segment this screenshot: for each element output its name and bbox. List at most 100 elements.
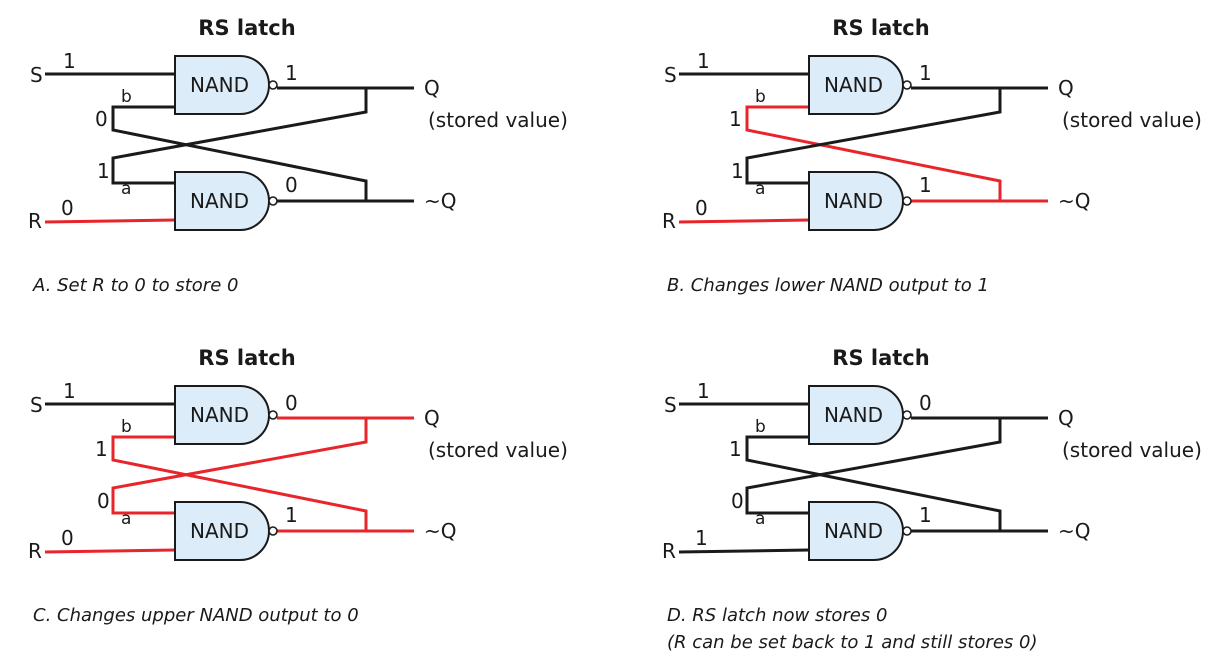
caption-line: (R can be set back to 1 and still stores… <box>667 632 1037 653</box>
input-a-label: a <box>121 509 131 529</box>
value-q: 0 <box>285 391 298 415</box>
value-r: 0 <box>695 196 708 220</box>
wire-r <box>44 548 176 554</box>
value-q: 1 <box>285 61 298 85</box>
r-label: R <box>662 209 676 233</box>
s-label: S <box>664 63 677 87</box>
wire-feedback-to-a <box>111 88 368 185</box>
input-a-label: a <box>755 509 765 529</box>
stored-value-note: (stored value) <box>1062 438 1202 462</box>
input-b-label: b <box>121 417 132 437</box>
nand-gate-lower-inverter-bubble <box>902 526 912 536</box>
value-nq: 1 <box>919 503 932 527</box>
value-b: 0 <box>95 107 108 131</box>
nand-gate-lower-inverter-bubble <box>268 196 278 206</box>
nand-gate-upper: NAND <box>808 385 912 445</box>
value-a: 1 <box>731 159 744 183</box>
value-r: 0 <box>61 196 74 220</box>
nand-gate-upper-label: NAND <box>190 403 249 427</box>
caption-line: C. Changes upper NAND output to 0 <box>33 605 359 626</box>
value-a: 0 <box>97 489 110 513</box>
wire-r <box>678 548 810 554</box>
wire-r <box>678 218 810 224</box>
not-q-label: ~Q <box>1058 519 1091 543</box>
value-q: 0 <box>919 391 932 415</box>
not-q-label: ~Q <box>424 189 457 213</box>
r-label: R <box>28 209 42 233</box>
nand-gate-lower: NAND <box>808 501 912 561</box>
wire-feedback-to-b <box>111 435 368 531</box>
value-nq: 1 <box>919 173 932 197</box>
value-nq: 0 <box>285 173 298 197</box>
input-b-label: b <box>755 417 766 437</box>
value-s: 1 <box>63 49 76 73</box>
s-label: S <box>30 393 43 417</box>
nand-gate-lower-label: NAND <box>824 189 883 213</box>
value-r: 0 <box>61 526 74 550</box>
nand-gate-lower-label: NAND <box>824 519 883 543</box>
nand-gate-lower-label: NAND <box>190 519 249 543</box>
panel-title: RS latch <box>832 346 929 370</box>
wire-feedback-to-b <box>745 435 1002 531</box>
value-a: 0 <box>731 489 744 513</box>
nand-gate-lower-inverter-bubble <box>902 196 912 206</box>
stored-value-note: (stored value) <box>428 438 568 462</box>
input-a-label: a <box>121 179 131 199</box>
value-r: 1 <box>695 526 708 550</box>
stored-value-note: (stored value) <box>1062 108 1202 132</box>
nand-gate-upper: NAND <box>808 55 912 115</box>
nand-gate-upper-label: NAND <box>190 73 249 97</box>
nand-gate-upper-inverter-bubble <box>268 80 278 90</box>
not-q-label: ~Q <box>424 519 457 543</box>
input-b-label: b <box>755 87 766 107</box>
nand-gate-upper-inverter-bubble <box>268 410 278 420</box>
caption-line: B. Changes lower NAND output to 1 <box>667 275 989 296</box>
panel-title: RS latch <box>198 16 295 40</box>
q-label: Q <box>1058 76 1074 100</box>
wire-r <box>44 218 176 224</box>
input-a-label: a <box>755 179 765 199</box>
nand-gate-upper-inverter-bubble <box>902 410 912 420</box>
wire-feedback-to-a <box>111 418 368 515</box>
q-label: Q <box>424 76 440 100</box>
r-label: R <box>28 539 42 563</box>
wire-feedback-to-b <box>111 105 368 201</box>
s-label: S <box>30 63 43 87</box>
nand-gate-upper-label: NAND <box>824 403 883 427</box>
value-nq: 1 <box>285 503 298 527</box>
value-b: 1 <box>95 437 108 461</box>
nand-gate-lower: NAND <box>174 171 278 231</box>
nand-gate-upper-label: NAND <box>824 73 883 97</box>
q-label: Q <box>1058 406 1074 430</box>
nand-gate-lower-label: NAND <box>190 189 249 213</box>
nand-gate-upper: NAND <box>174 55 278 115</box>
value-q: 1 <box>919 61 932 85</box>
nand-gate-lower: NAND <box>808 171 912 231</box>
r-label: R <box>662 539 676 563</box>
nand-gate-upper-inverter-bubble <box>902 80 912 90</box>
wire-feedback-to-a <box>745 418 1002 515</box>
wire-feedback-to-a <box>745 88 1002 185</box>
value-a: 1 <box>97 159 110 183</box>
caption-line: A. Set R to 0 to store 0 <box>32 275 238 296</box>
value-s: 1 <box>697 49 710 73</box>
panel-title: RS latch <box>198 346 295 370</box>
nand-gate-lower-inverter-bubble <box>268 526 278 536</box>
wire-feedback-to-b <box>745 105 1002 201</box>
caption-line: D. RS latch now stores 0 <box>667 605 887 626</box>
value-s: 1 <box>697 379 710 403</box>
nand-gate-upper: NAND <box>174 385 278 445</box>
stored-value-note: (stored value) <box>428 108 568 132</box>
s-label: S <box>664 393 677 417</box>
value-s: 1 <box>63 379 76 403</box>
value-b: 1 <box>729 437 742 461</box>
nand-gate-lower: NAND <box>174 501 278 561</box>
panel-title: RS latch <box>832 16 929 40</box>
input-b-label: b <box>121 87 132 107</box>
value-b: 1 <box>729 107 742 131</box>
